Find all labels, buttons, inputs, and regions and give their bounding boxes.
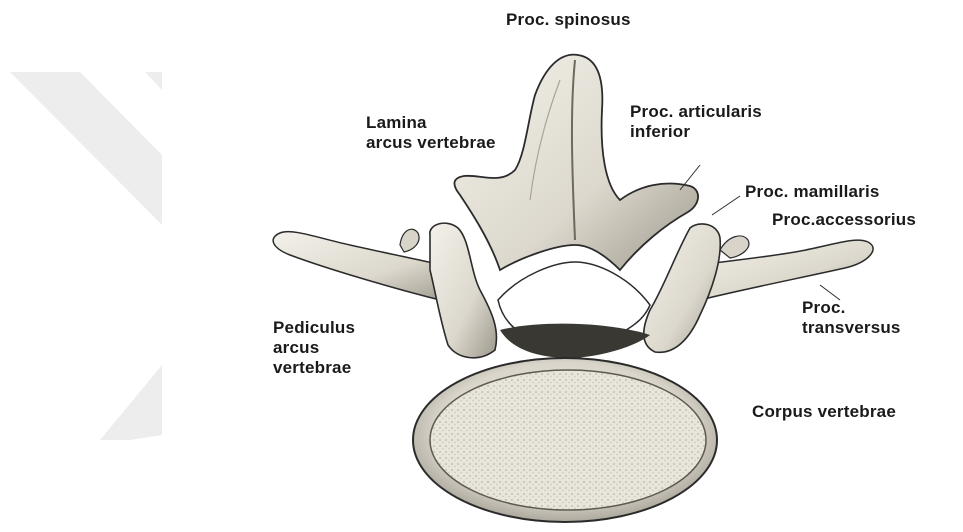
left-pedicle (430, 223, 497, 358)
label-proc-mamillaris: Proc. mamillaris (745, 182, 880, 202)
label-corpus-vertebrae: Corpus vertebrae (752, 402, 896, 422)
right-pedicle (644, 224, 720, 352)
left-transverse-process (273, 232, 455, 300)
label-proc-articularis-inferior: Proc. articularis inferior (630, 102, 762, 142)
label-pediculus-arcus-vertebrae: Pediculus arcus vertebrae (273, 318, 355, 378)
label-proc-transversus: Proc. transversus (802, 298, 901, 338)
label-proc-accessorius: Proc.accessorius (772, 210, 916, 230)
vertebral-body-surface (430, 370, 706, 510)
label-lamina-arcus-vertebrae: Lamina arcus vertebrae (366, 113, 496, 153)
label-proc-spinosus: Proc. spinosus (506, 10, 631, 30)
spinous-process (454, 55, 698, 270)
